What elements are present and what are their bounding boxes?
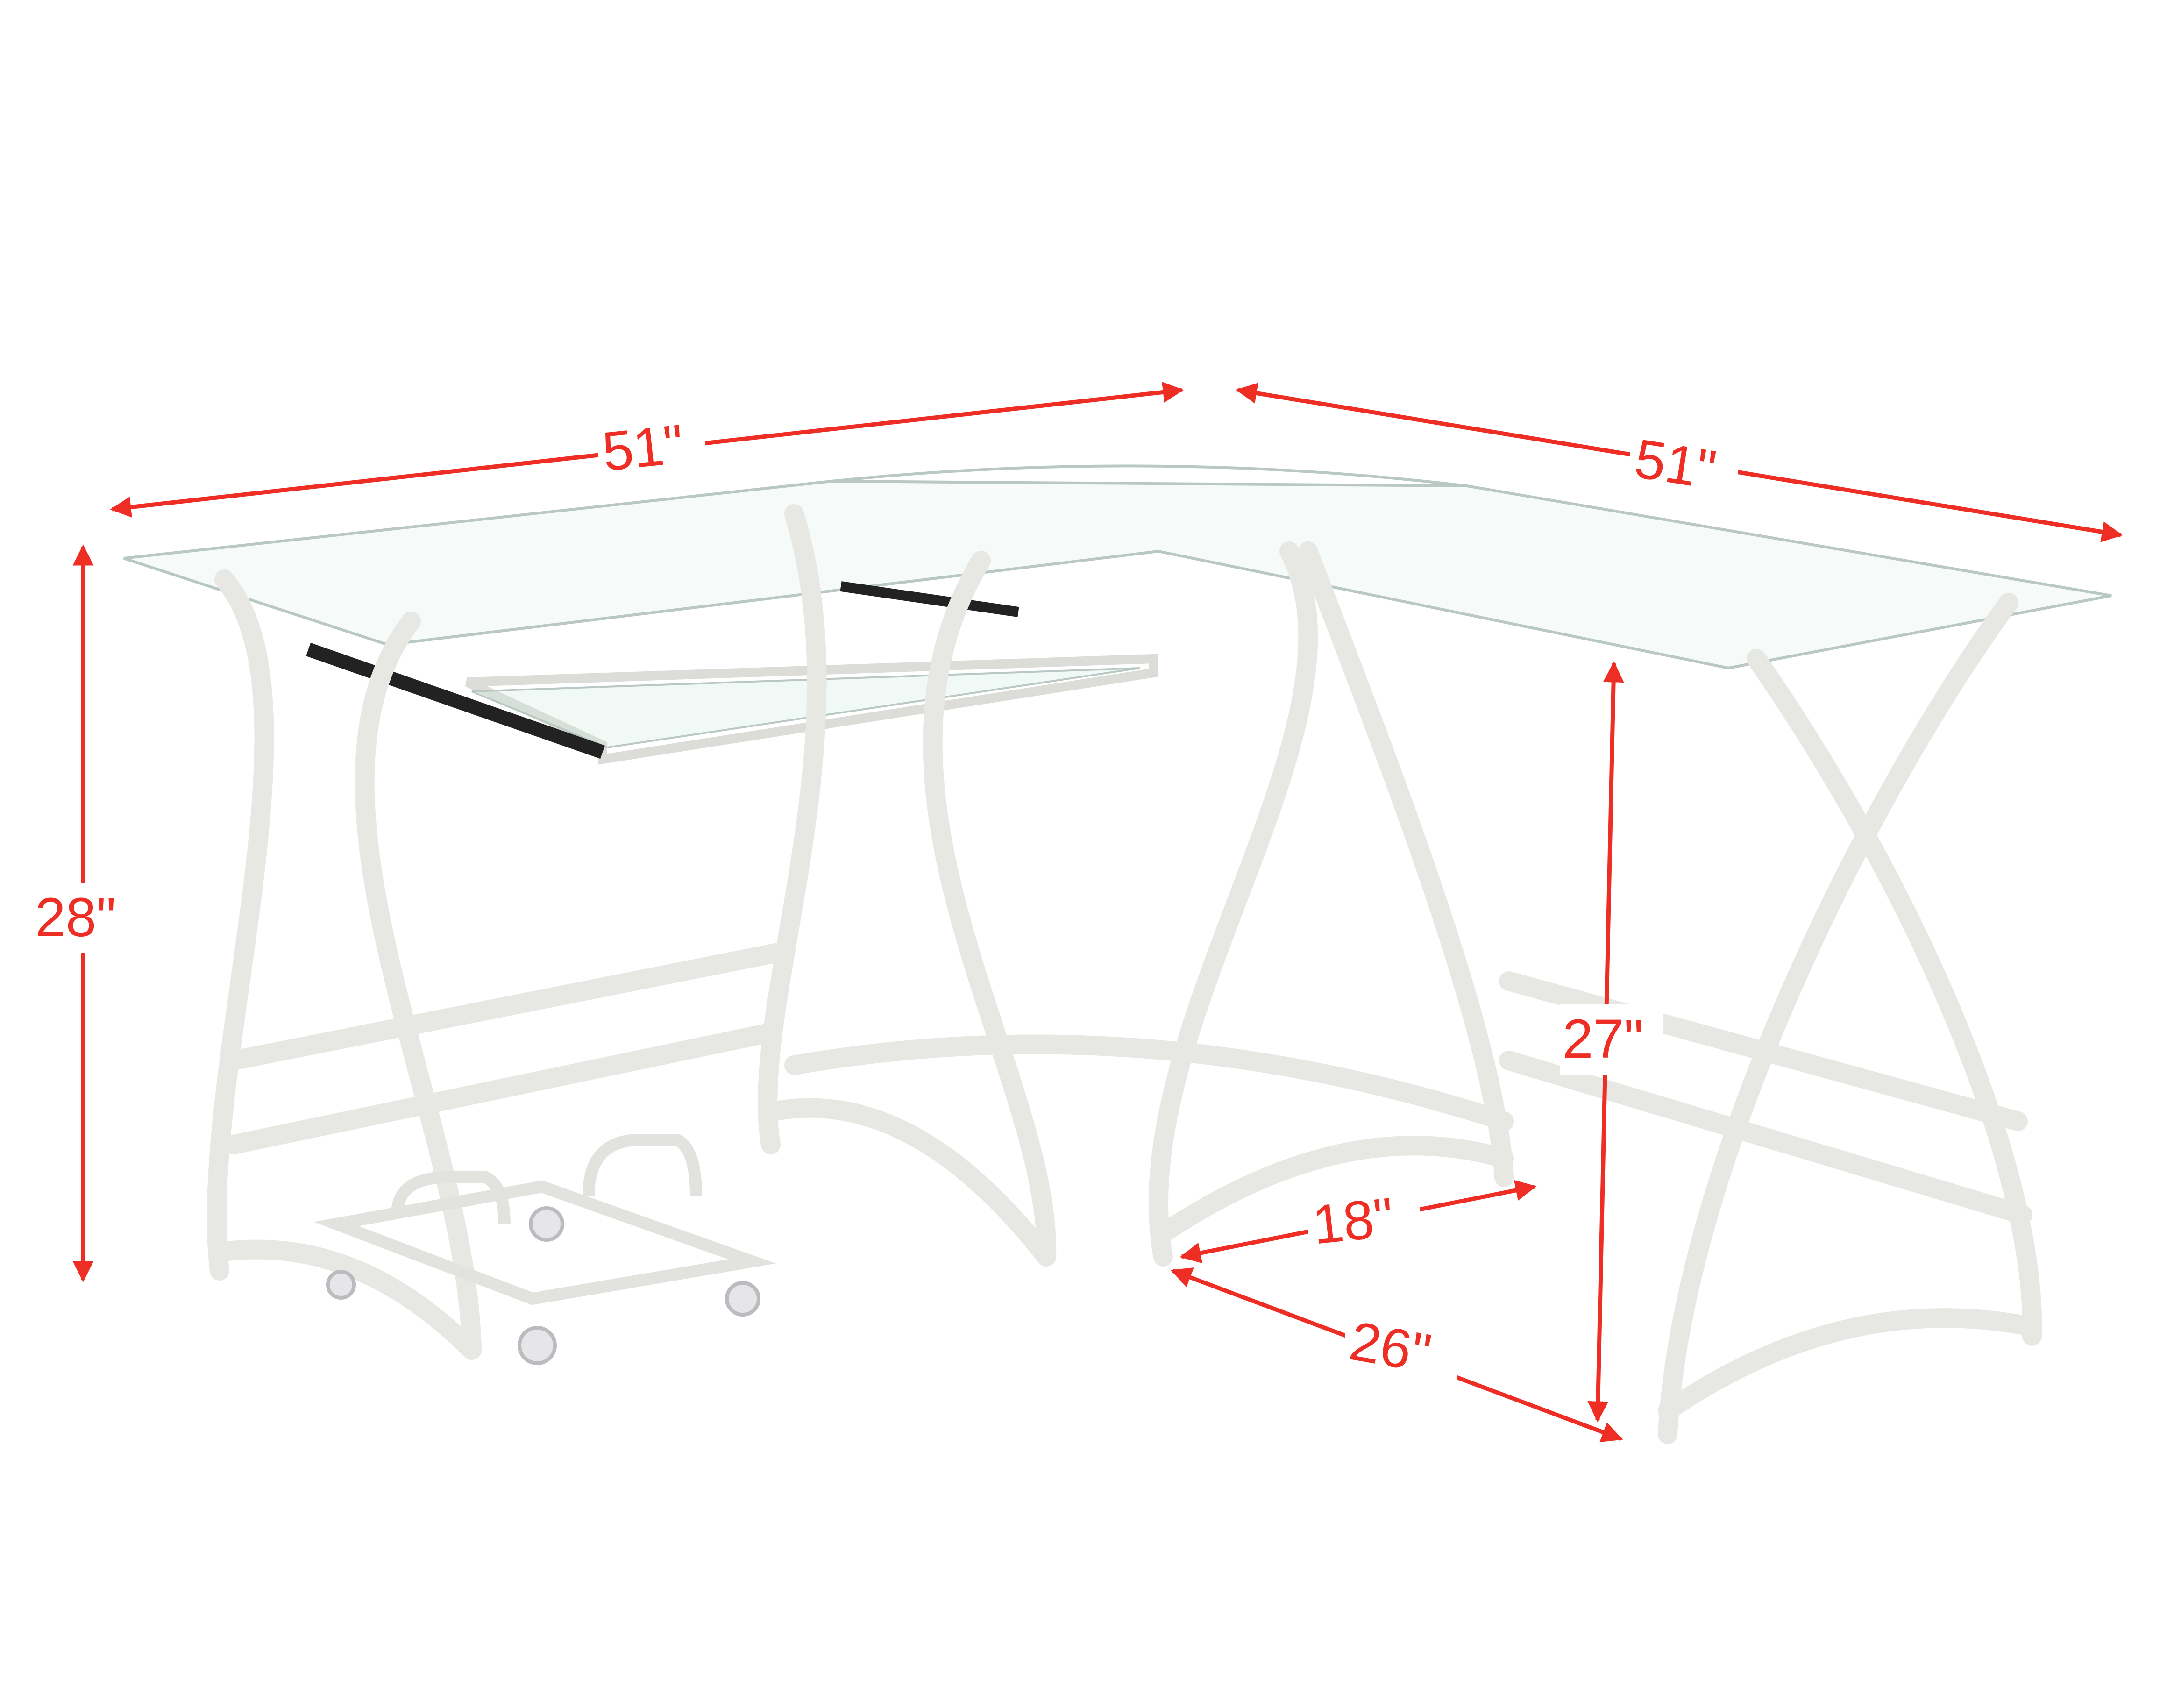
- glass-top: [123, 464, 2112, 670]
- outer-depth-label: 26": [1345, 1309, 1436, 1385]
- caster-wheels: [326, 1206, 760, 1365]
- inner-height-label: 27": [1563, 1008, 1644, 1070]
- cpu-stand: [313, 1134, 776, 1305]
- keyboard-tray: [306, 581, 1158, 765]
- desk-frame: [206, 504, 2042, 1444]
- right-width-label: 51": [1630, 427, 1720, 501]
- left-width-label: 51": [599, 413, 687, 483]
- inner-depth-label: 18": [1309, 1186, 1397, 1256]
- overall-height-label: 28": [35, 887, 116, 948]
